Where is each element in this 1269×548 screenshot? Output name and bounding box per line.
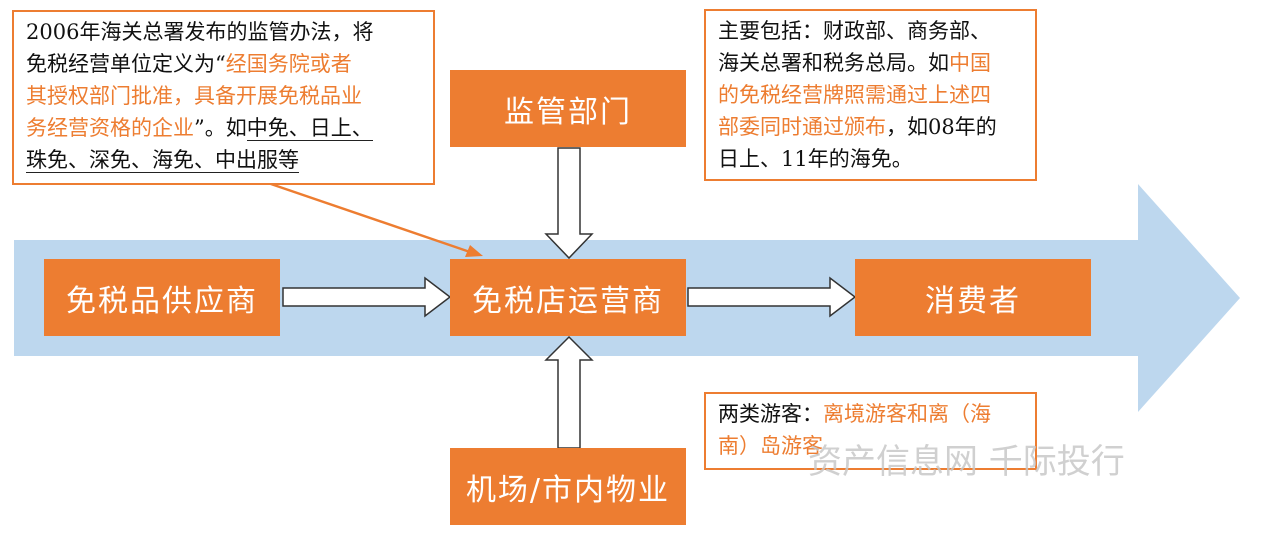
note-line: 日上、11年的海免。	[718, 143, 1023, 175]
note-line: 主要包括：财政部、商务部、	[718, 15, 1023, 47]
node-consumer: 消费者	[855, 259, 1091, 336]
node-supplier: 免税品供应商	[44, 259, 280, 336]
node-operator: 免税店运营商	[450, 259, 686, 336]
note-line: 南）岛游客	[718, 430, 1023, 462]
note-highlight: 中国	[949, 51, 991, 75]
pointer-arrowhead	[465, 245, 483, 257]
note-text: 2006年海关总署发布的监管办法，将	[26, 20, 374, 44]
note-text: 免税经营单位定义为“	[26, 52, 226, 76]
note-regulators: 主要包括：财政部、商务部、 海关总署和税务总局。如中国 的免税经营牌照需通过上述…	[704, 9, 1037, 181]
note-line: 部委同时通过颁布，如08年的	[718, 111, 1023, 143]
note-line: 其授权部门批准，具备开展免税品业	[26, 80, 421, 112]
arrow-supplier-to-operator	[282, 276, 452, 318]
note-line: 的免税经营牌照需通过上述四	[718, 79, 1023, 111]
arrow-operator-to-consumer	[687, 276, 857, 318]
note-text: 海关总署和税务总局。如	[718, 51, 949, 75]
watermark: 资产信息网 千际投行	[808, 442, 1125, 482]
note-highlight: 部委同时通过颁布	[718, 115, 886, 139]
arrow-property-to-operator	[544, 335, 594, 449]
note-underlined: 中免、日上、	[246, 116, 373, 141]
note-line: 海关总署和税务总局。如中国	[718, 47, 1023, 79]
note-text: 两类游客：	[718, 402, 823, 426]
note-consumer-types: 两类游客：离境游客和离（海 南）岛游客	[704, 392, 1037, 470]
arrow-regulator-to-operator	[544, 147, 594, 260]
note-text: ”。如	[194, 116, 247, 140]
node-property: 机场/市内物业	[450, 448, 686, 525]
note-text: ，如08年的	[886, 115, 997, 139]
note-highlight: 经国务院或者	[225, 52, 352, 76]
note-highlight: 南）岛游客	[718, 434, 823, 458]
note-highlight: 离境游客和离（海	[823, 402, 991, 426]
note-line: 两类游客：离境游客和离（海	[718, 398, 1023, 430]
node-regulator: 监管部门	[450, 70, 686, 147]
note-line: 务经营资格的企业”。如中免、日上、	[26, 112, 421, 144]
note-line: 珠免、深免、海免、中出服等	[26, 144, 421, 176]
note-text: 日上、11年的海免。	[718, 147, 913, 171]
note-text: 主要包括：财政部、商务部、	[718, 19, 991, 43]
note-operator-definition: 2006年海关总署发布的监管办法，将 免税经营单位定义为“经国务院或者 其授权部…	[12, 10, 435, 185]
pointer-note-to-operator	[267, 181, 471, 254]
note-highlight: 的免税经营牌照需通过上述四	[718, 83, 991, 107]
note-line: 2006年海关总署发布的监管办法，将	[26, 16, 421, 48]
note-underlined: 珠免、深免、海免、中出服等	[26, 148, 299, 173]
note-highlight: 其授权部门批准，具备开展免税品业	[26, 84, 362, 108]
note-highlight: 务经营资格的企业	[26, 116, 194, 140]
note-line: 免税经营单位定义为“经国务院或者	[26, 48, 421, 80]
